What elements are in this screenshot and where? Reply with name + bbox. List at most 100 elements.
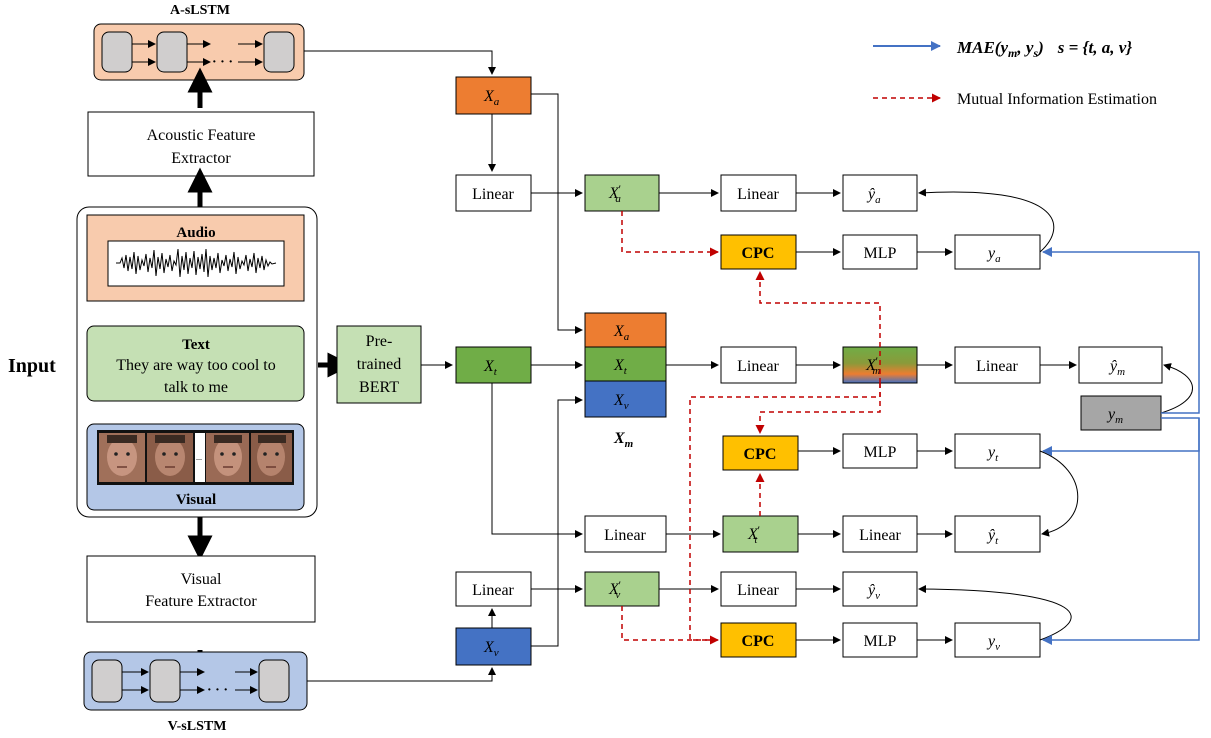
yhat-m-box: ŷm [1078,346,1163,384]
linear-block: Linear [720,174,797,212]
cpc-block: CPC [720,234,797,270]
lstm-cell [156,31,188,73]
svg-text:Pre-: Pre- [366,333,393,350]
svg-text:BERT: BERT [359,379,399,396]
xa-box: Xa [455,76,532,115]
svg-text:CPC: CPC [742,633,775,650]
svg-text:CPC: CPC [742,245,775,262]
linear-block: Linear [720,346,797,384]
mlp-block: MLP [842,234,918,270]
xm-label: Xm [613,430,634,450]
svg-text:ŷm: ŷm [1108,358,1125,378]
linear-block: Linear [455,174,532,212]
yhat-v-box: ŷv [842,571,918,607]
waveform-icon [116,248,277,278]
svg-text:Visual: Visual [181,571,222,588]
svg-text:trained: trained [357,356,401,373]
a-slstm-label: A-sLSTM [170,3,230,18]
svg-text:Xv: Xv [613,392,629,412]
mae-connections [1042,247,1200,645]
yhat-a-box: ŷa [842,174,918,212]
y-t-box: yt [954,433,1041,469]
xv-prime-box: X′v [584,571,660,607]
svg-text:Linear: Linear [737,582,779,599]
text-box: Text They are way too cool to talk to me [86,325,305,402]
mlp-block: MLP [842,433,918,469]
xv-box: Xv [455,627,532,666]
svg-text:yv: yv [986,633,1000,653]
svg-text:Linear: Linear [604,527,646,544]
xa-prime-box: X′a [584,174,660,212]
svg-text:ŷa: ŷa [866,186,881,206]
y-m-box: ym [1080,395,1162,431]
svg-text:X′a: X′a [608,182,621,205]
svg-text:Text: Text [182,337,210,353]
svg-text:Xt: Xt [483,358,498,378]
svg-text:Feature Extractor: Feature Extractor [145,593,257,610]
face-frame [206,433,249,482]
y-a-box: ya [954,234,1041,270]
text-sample: They are way too cool to [116,357,276,374]
svg-text:Xv: Xv [483,639,499,659]
svg-text:Visual: Visual [176,492,216,508]
svg-text:Linear: Linear [859,527,901,544]
svg-text:Linear: Linear [737,186,779,203]
mlp-block: MLP [842,622,918,658]
linear-block: Linear [720,571,797,607]
lstm-cell [258,659,290,703]
svg-text:Linear: Linear [472,582,514,599]
svg-text:· · ·: · · · [212,55,233,70]
legend: MAE(ym, ys)s = {t, a, v} Mutual Informat… [873,38,1157,108]
acoustic-feature-extractor: Acoustic Feature Extractor [87,111,315,177]
visual-feature-extractor: Visual Feature Extractor [86,555,316,623]
linear-block: Linear [954,346,1041,384]
face-frame [147,433,193,482]
svg-text:CPC: CPC [744,446,777,463]
linear-block: Linear [584,515,667,553]
yhat-t-box: ŷt [954,515,1041,553]
audio-box: Audio [86,214,305,302]
visual-box: ... Visual [86,423,305,511]
svg-text:Linear: Linear [976,358,1018,375]
svg-text:Xa: Xa [613,323,630,343]
face-frame [251,433,292,482]
svg-text:Linear: Linear [737,358,779,375]
svg-text:Linear: Linear [472,186,514,203]
lstm-cell [101,31,133,73]
svg-text:X′v: X′v [608,578,621,601]
xm-stack: Xa Xt Xv [584,312,667,418]
svg-text:Audio: Audio [176,225,215,241]
input-label: Input [8,355,56,377]
svg-text:ŷv: ŷv [866,582,880,602]
lstm-cell [91,659,123,703]
lstm-cell [263,31,295,73]
lstm-cell [149,659,181,703]
svg-text:ya: ya [986,245,1001,265]
mi-legend-label: Mutual Information Estimation [957,91,1157,108]
bert-box: Pre- trained BERT [336,325,422,404]
svg-text:Acoustic Feature: Acoustic Feature [147,127,256,144]
frames-ellipsis: ... [196,453,202,462]
v-slstm-box: · · · [83,651,308,711]
svg-text:Xa: Xa [483,88,500,108]
svg-text:yt: yt [986,444,999,464]
svg-text:ym: ym [1106,406,1123,426]
cpc-block: CPC [720,622,797,658]
svg-text:MLP: MLP [864,444,897,461]
a-slstm-box: · · · [93,23,305,81]
cpc-block: CPC [722,435,799,471]
linear-block: Linear [455,571,532,607]
xt-box: Xt [455,346,532,384]
svg-text:MLP: MLP [864,633,897,650]
y-v-box: yv [954,622,1041,658]
text-sample: talk to me [164,379,228,396]
linear-block: Linear [842,515,918,553]
svg-text:X′m: X′m [865,354,880,377]
svg-text:Extractor: Extractor [171,150,231,167]
svg-text:ŷt: ŷt [986,527,999,547]
mae-legend-label: MAE(ym, ys)s = {t, a, v} [956,38,1132,60]
face-frame [99,433,145,482]
svg-text:MLP: MLP [864,245,897,262]
svg-text:X′t: X′t [747,523,760,546]
